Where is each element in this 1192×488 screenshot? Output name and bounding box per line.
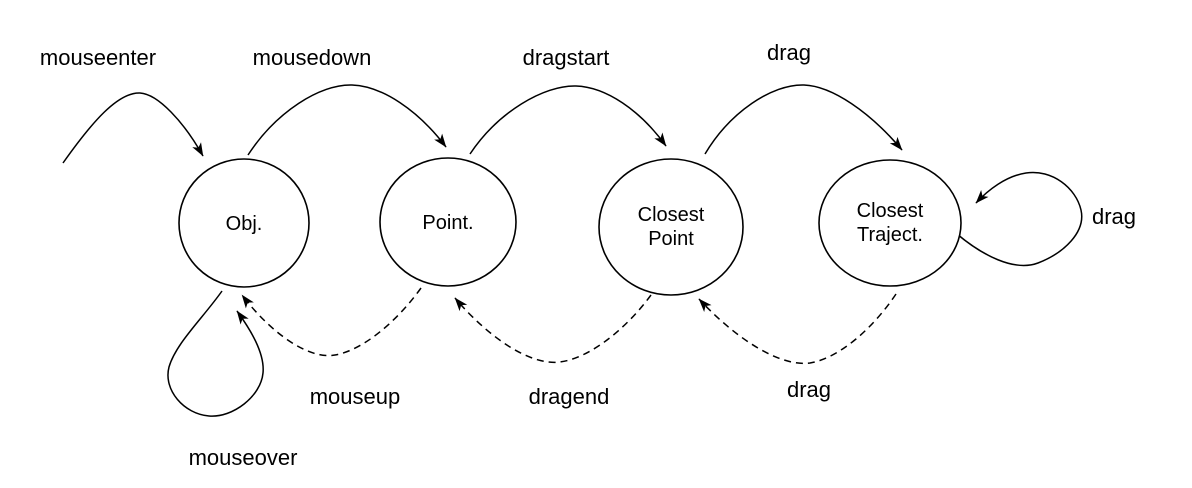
transition-drag-back-arrow <box>698 293 897 365</box>
state-closest-point-circle <box>598 158 744 296</box>
state-closest-point: Closest Point <box>598 158 744 296</box>
transition-mouseenter-label: mouseenter <box>40 45 156 70</box>
transition-mouseup-arrow <box>241 287 422 357</box>
transition-drag-back-label: drag <box>787 377 831 402</box>
state-obj: Obj. <box>178 158 310 288</box>
transition-drag-forward-label: drag <box>767 40 811 65</box>
state-closest-traject-label-line2: Traject. <box>857 224 923 246</box>
transition-mouseup-label: mouseup <box>310 384 401 409</box>
state-point: Point. <box>379 157 517 287</box>
state-closest-point-label-line2: Point <box>648 228 694 250</box>
transition-mouseover-self-loop-label: mouseover <box>189 445 298 470</box>
transition-mouseover-self-loop-arrow <box>167 290 264 417</box>
transition-drag-forward-arrow <box>704 84 903 155</box>
state-closest-point-label-line1: Closest <box>638 204 705 226</box>
state-closest-traject: Closest Traject. <box>818 159 962 287</box>
transition-mousedown-label: mousedown <box>253 45 372 70</box>
transition-mouseenter-arrow <box>62 92 204 164</box>
transition-dragend-label: dragend <box>529 384 610 409</box>
transition-drag-self-loop-label: drag <box>1092 204 1136 229</box>
transition-dragstart-label: dragstart <box>523 45 610 70</box>
state-obj-circle <box>178 158 310 288</box>
state-closest-traject-label-line1: Closest <box>857 200 924 222</box>
state-closest-traject-circle <box>818 159 962 287</box>
state-obj-label: Obj. <box>226 213 263 235</box>
transition-dragstart-arrow <box>469 85 667 155</box>
transition-drag-self-loop-arrow <box>956 171 1083 267</box>
transition-mousedown-arrow <box>247 84 447 156</box>
transition-dragend-arrow <box>454 294 652 364</box>
state-point-circle <box>379 157 517 287</box>
state-point-label: Point. <box>422 212 473 234</box>
